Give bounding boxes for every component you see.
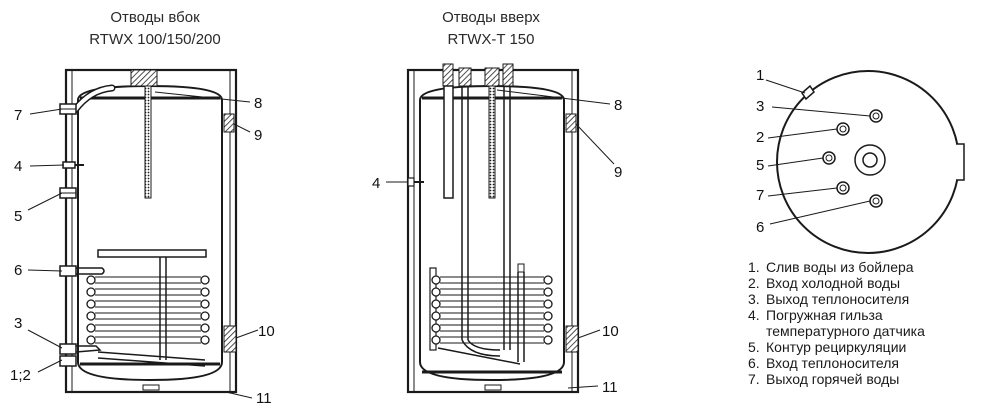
legend-num-2: 2. [748,275,760,291]
left-tank [77,84,223,382]
middle-label-9: 9 [614,164,622,181]
left-label-1-2: 1;2 [10,367,31,384]
top-label-2: 2 [756,129,764,146]
legend-num-6: 6. [748,355,760,371]
legend-text-4b: температурного датчика [766,323,925,339]
middle-title-line1: Отводы вверх [442,9,540,26]
left-label-9: 9 [254,127,262,144]
left-label-10: 10 [258,323,275,340]
legend-text-3: Выход теплоносителя [766,291,909,307]
left-label-6: 6 [14,262,22,279]
middle-anode [488,85,496,199]
left-label-7: 7 [14,107,22,124]
legend-num-1: 1. [748,259,760,275]
legend-num-5: 5. [748,339,760,355]
top-label-7: 7 [756,187,764,204]
legend-num-7: 7. [748,371,760,387]
middle-coil [431,275,553,345]
legend-num-3: 3. [748,291,760,307]
left-label-3: 3 [14,315,22,332]
middle-tank [419,84,565,382]
top-label-6: 6 [756,219,764,236]
top-view-drawing [765,70,965,254]
left-label-11: 11 [256,390,272,406]
top-label-1: 1 [756,67,764,84]
left-title-line2: RTWX 100/150/200 [89,31,220,48]
left-boiler-drawing [27,68,259,399]
left-thermostat-flange [223,113,235,133]
legend-text-1: Слив воды из бойлера [766,259,914,275]
top-label-3: 3 [756,98,764,115]
middle-title-line2: RTWX-T 150 [448,31,535,48]
legend-text-7: Выход горячей воды [766,371,899,387]
top-view-center-flange [854,144,886,176]
legend-text-6: Вход теплоносителя [766,355,899,371]
middle-boiler-drawing [386,63,615,394]
middle-label-8: 8 [614,97,622,114]
left-label-5: 5 [14,208,22,225]
legend-text-2: Вход холодной воды [766,275,900,291]
left-title-line1: Отводы вбок [110,9,200,26]
left-coil [86,275,210,345]
left-revision-flange [223,325,237,353]
top-view-circle [776,70,960,254]
middle-label-11: 11 [602,379,618,396]
middle-label-10: 10 [602,323,619,340]
legend-text-4: Погружная гильза [766,307,883,323]
middle-label-4: 4 [372,175,380,192]
left-top-flange [130,69,158,87]
legend-text-5: Контур рециркуляции [766,339,906,355]
legend: 1. Слив воды из бойлера 2. Вход холодной… [748,259,925,387]
left-label-4: 4 [14,158,22,175]
legend-num-4: 4. [748,307,760,323]
top-label-5: 5 [756,157,764,174]
left-anode [144,85,152,199]
left-label-8: 8 [254,95,262,112]
